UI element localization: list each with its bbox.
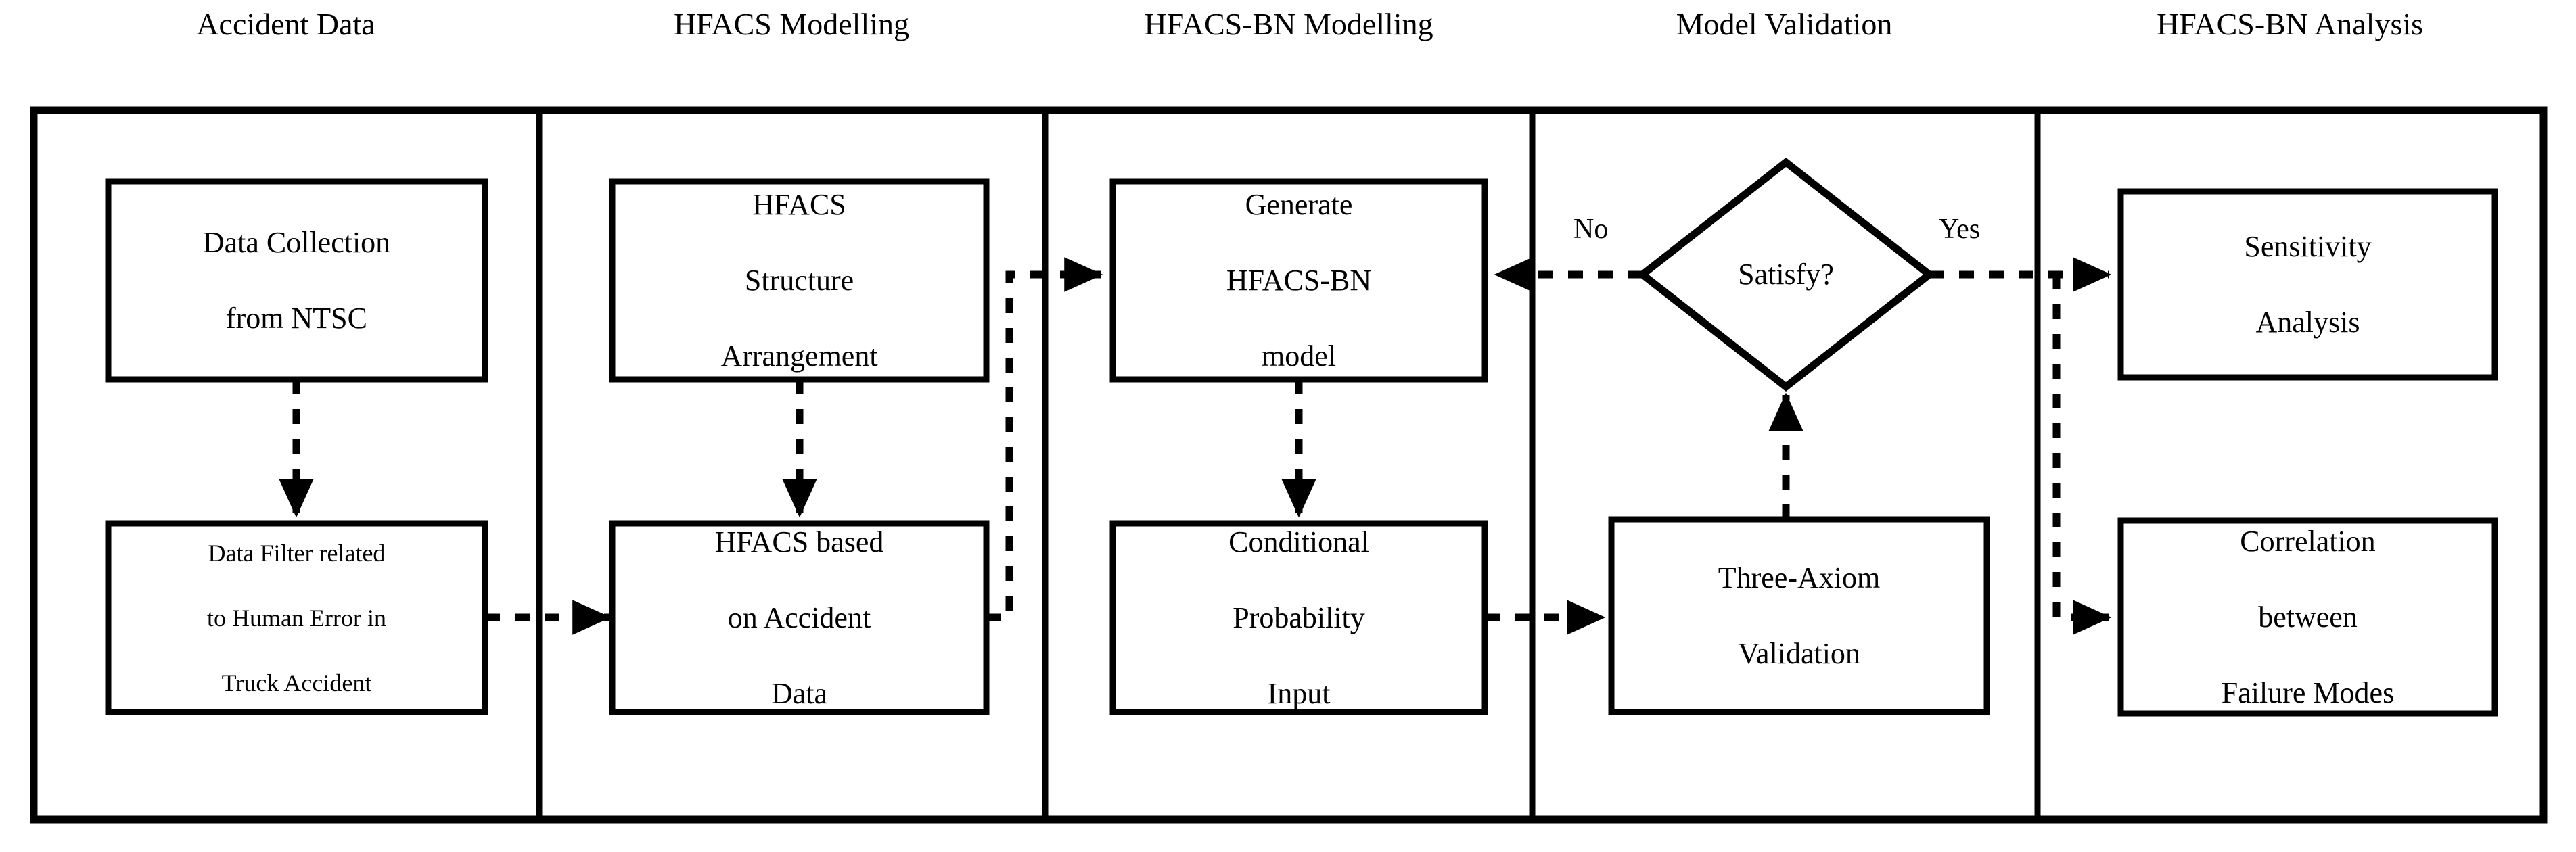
- node-box-hfacs-accident-data[interactable]: [609, 520, 990, 715]
- phase-title-hfacs-bn-modelling: HFACS-BN Modelling: [1045, 7, 1532, 42]
- node-box-three-axiom[interactable]: [1608, 516, 1990, 715]
- phase-title-text: HFACS Modelling: [673, 7, 910, 41]
- node-box-hfacs-structure[interactable]: [609, 178, 990, 383]
- node-box-conditional-probability[interactable]: [1109, 520, 1488, 715]
- connector-hfacs-accident-to-generate: [986, 257, 1103, 621]
- edge-label-text: No: [1573, 214, 1609, 245]
- phase-title-text: HFACS-BN Analysis: [2156, 7, 2424, 41]
- node-box-generate-hfacs-bn[interactable]: [1109, 178, 1488, 383]
- phase-title-text: Model Validation: [1676, 7, 1893, 41]
- edge-label-no: No: [1573, 214, 1608, 245]
- phase-title-hfacs-modelling: HFACS Modelling: [538, 7, 1045, 42]
- phase-title-model-validation: Model Validation: [1532, 7, 2036, 42]
- node-box-data-filter[interactable]: [105, 520, 488, 715]
- phase-title-text: Accident Data: [196, 7, 375, 41]
- node-box-data-collection[interactable]: [105, 178, 488, 383]
- edge-label-yes: Yes: [1939, 214, 1980, 245]
- swimlane-frame: [30, 106, 2548, 824]
- phase-title-hfacs-bn-analysis: HFACS-BN Analysis: [2036, 7, 2544, 42]
- node-box-sensitivity[interactable]: [2117, 188, 2498, 381]
- node-box-correlation[interactable]: [2117, 517, 2498, 717]
- edge-label-text: Yes: [1939, 214, 1981, 245]
- connector-yes-branch-to-correlation: [2052, 275, 2112, 635]
- phase-title-text: HFACS-BN Modelling: [1144, 7, 1433, 41]
- phase-title-accident-data: Accident Data: [34, 7, 538, 42]
- node-diamond-satisfy[interactable]: [1636, 158, 1935, 392]
